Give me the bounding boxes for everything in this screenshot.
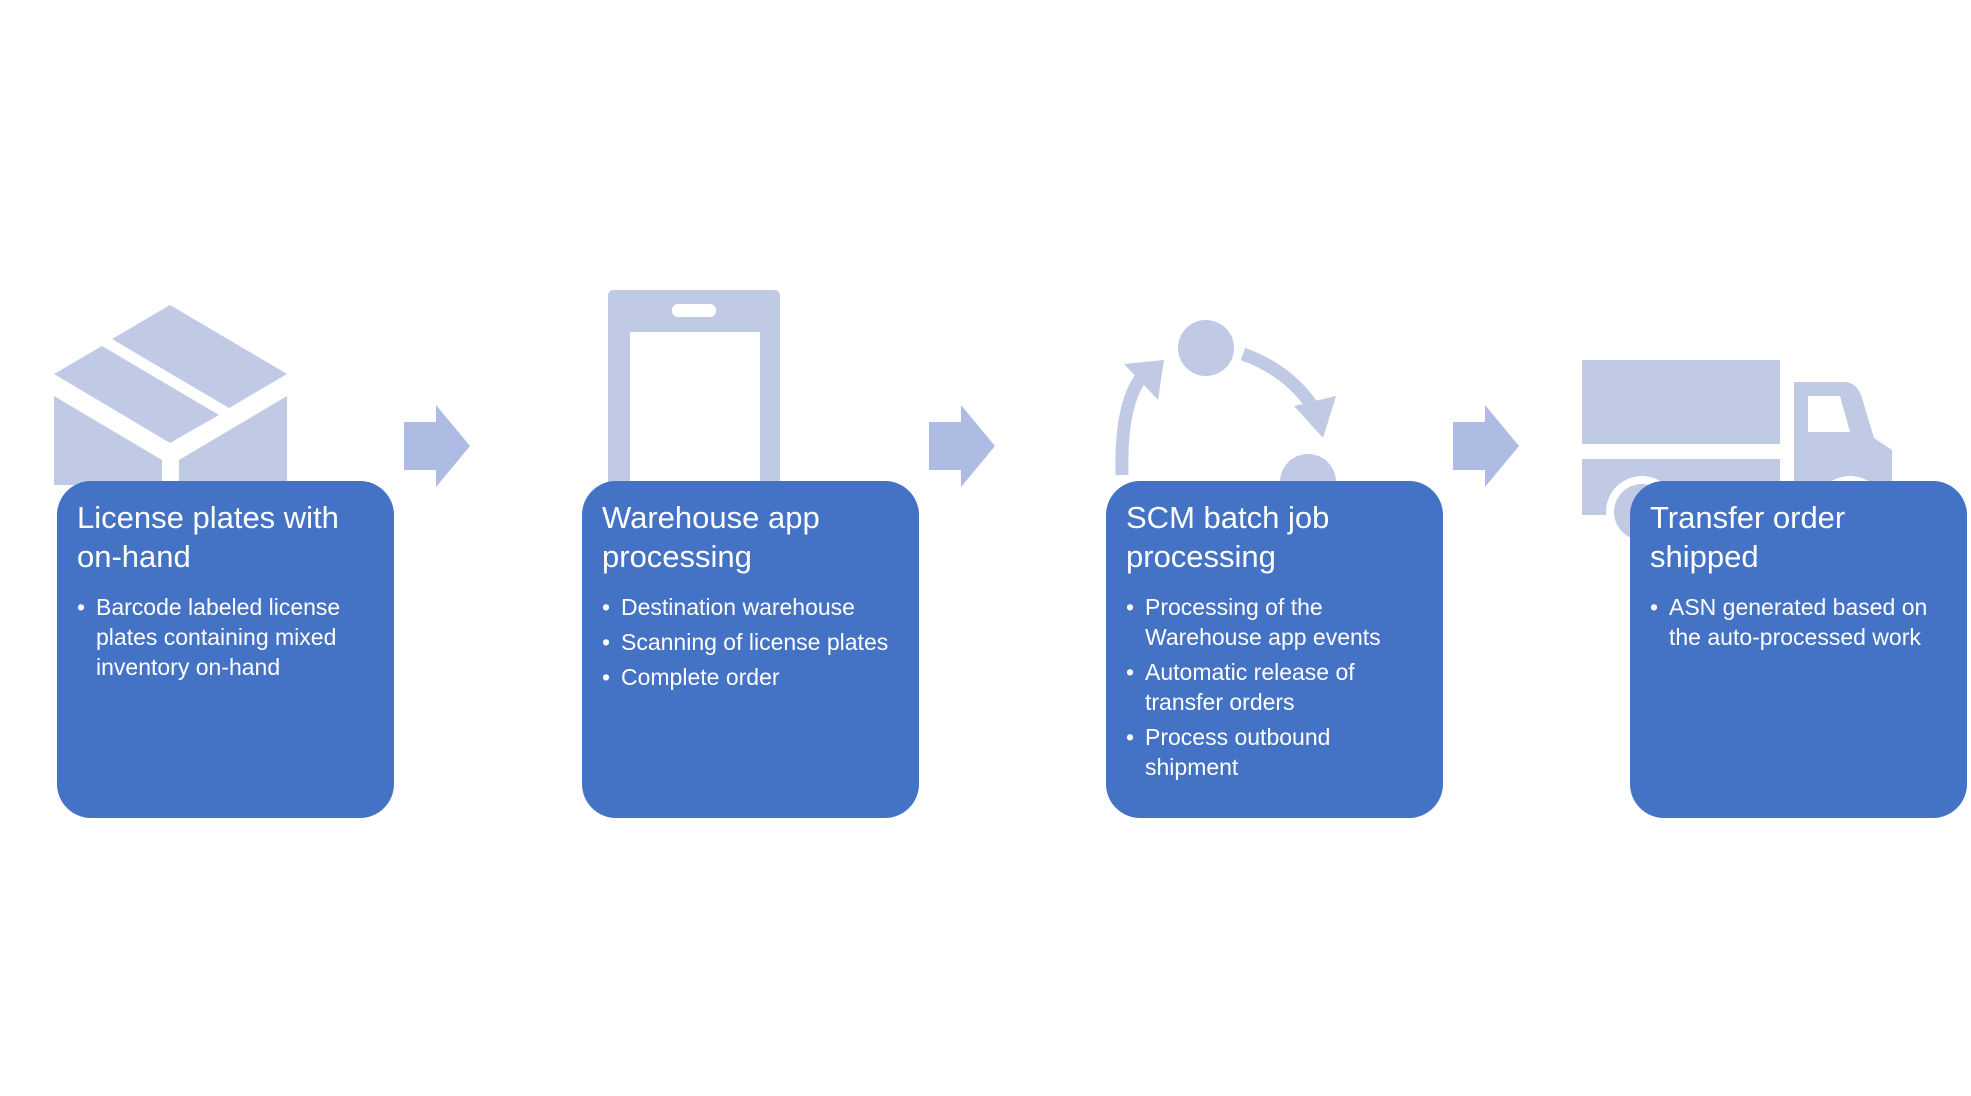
step-title: Transfer order shipped (1650, 500, 1846, 574)
arrow-right-icon (929, 405, 995, 492)
step-title: License plates with on-hand (77, 500, 339, 574)
cycle-icon (1108, 320, 1348, 510)
step-title: SCM batch job processing (1126, 500, 1330, 574)
arrow-right-icon (404, 405, 470, 492)
step-card-transfer-shipped: Transfer order shipped ASN generated bas… (1630, 481, 1967, 818)
step-bullet: Processing of the Warehouse app events (1126, 592, 1427, 652)
mobile-device-icon (608, 290, 780, 490)
step-bullet: Complete order (602, 662, 903, 692)
step-bullet: Destination warehouse (602, 592, 903, 622)
step-bullet-list: Destination warehouse Scanning of licens… (602, 592, 903, 692)
step-bullet-list: ASN generated based on the auto-processe… (1650, 592, 1951, 652)
step-card-license-plates: License plates with on-hand Barcode labe… (57, 481, 394, 818)
box-icon (52, 305, 292, 485)
step-bullet: Scanning of license plates (602, 627, 903, 657)
step-bullet-list: Barcode labeled license plates containin… (77, 592, 378, 682)
step-title: Warehouse app processing (602, 500, 820, 574)
step-bullet-list: Processing of the Warehouse app events A… (1126, 592, 1427, 782)
step-bullet: Process outbound shipment (1126, 722, 1427, 782)
step-bullet: Barcode labeled license plates containin… (77, 592, 378, 682)
arrow-right-icon (1453, 405, 1519, 492)
step-bullet: Automatic release of transfer orders (1126, 657, 1427, 717)
step-card-warehouse-app: Warehouse app processing Destination war… (582, 481, 919, 818)
step-card-scm-batch: SCM batch job processing Processing of t… (1106, 481, 1443, 818)
step-bullet: ASN generated based on the auto-processe… (1650, 592, 1951, 652)
